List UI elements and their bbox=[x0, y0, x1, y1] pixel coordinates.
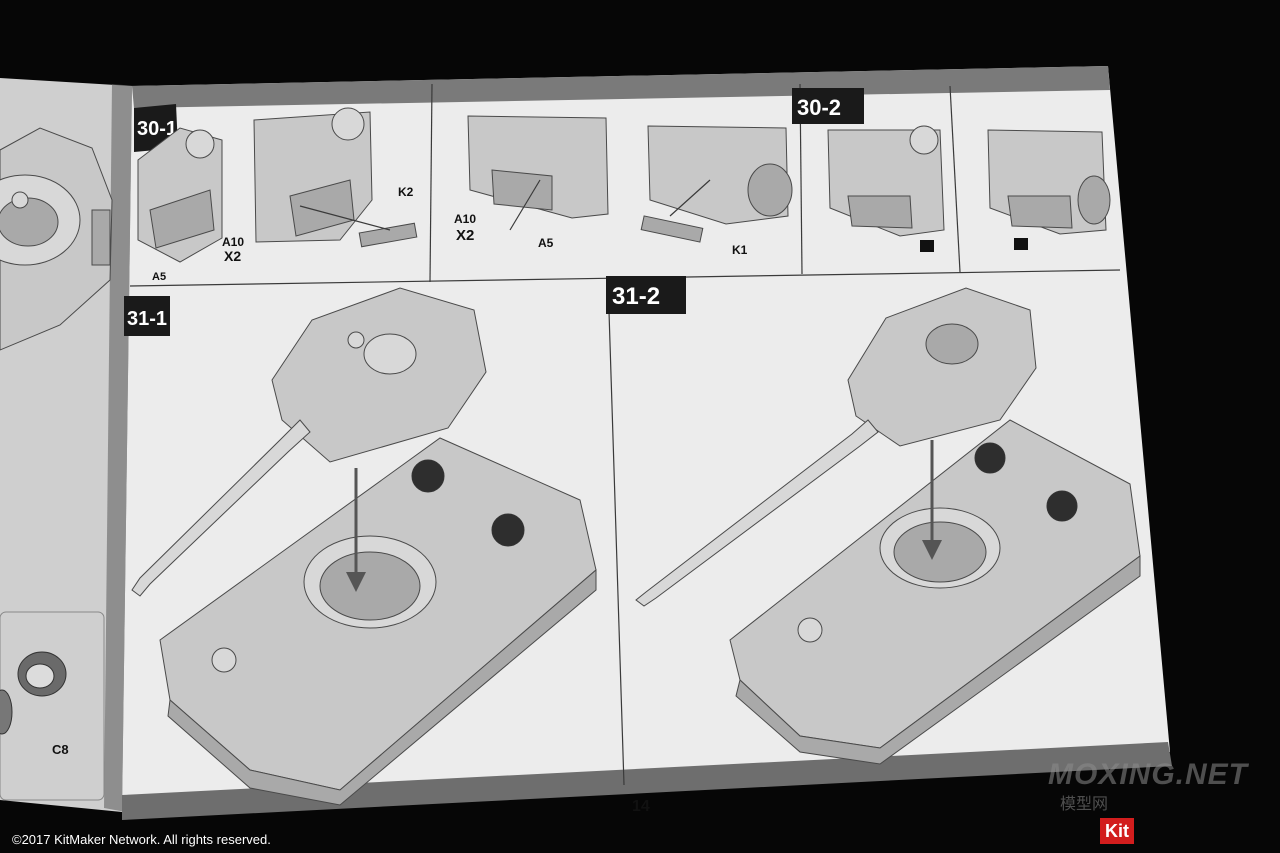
callout-k1: K1 bbox=[732, 243, 748, 257]
c8-wheel-part bbox=[0, 651, 67, 735]
svg-text:31-1: 31-1 bbox=[127, 308, 167, 330]
svg-text:30-2: 30-2 bbox=[797, 95, 841, 120]
turret-view-2 bbox=[253, 107, 418, 248]
turret-view-5 bbox=[827, 125, 945, 252]
step-label-31-1: 31-1 bbox=[124, 296, 170, 336]
left-page-turret-illustration bbox=[0, 127, 113, 351]
callout-c8: C8 bbox=[52, 742, 69, 757]
callout-a10-left: A10 bbox=[222, 235, 244, 249]
panel-divider-4 bbox=[949, 85, 961, 273]
step-label-31-2: 31-2 bbox=[606, 276, 686, 314]
watermark-logo: MOXING.NET bbox=[1048, 758, 1249, 791]
left-page-detail-box bbox=[0, 611, 105, 801]
kit-badge: Kit bbox=[1100, 818, 1134, 844]
callout-a10-mid: A10 bbox=[454, 212, 476, 226]
panel-divider-1 bbox=[429, 83, 433, 283]
step-label-30-2: 30-2 bbox=[792, 88, 864, 124]
callout-k2: K2 bbox=[398, 185, 414, 199]
page-footer-band bbox=[122, 742, 1172, 820]
tank-31-2-illustration bbox=[635, 287, 1141, 765]
svg-text:30-1: 30-1 bbox=[137, 118, 177, 140]
callout-a5-left: A5 bbox=[152, 271, 166, 283]
turret-view-4 bbox=[640, 125, 793, 243]
callout-x2-left: X2 bbox=[224, 248, 241, 264]
watermark-subtitle: 模型网 bbox=[1060, 794, 1109, 813]
panel-divider-3 bbox=[607, 279, 625, 786]
turret-view-3 bbox=[467, 115, 609, 231]
copyright-notice: ©2017 KitMaker Network. All rights reser… bbox=[12, 832, 271, 847]
turret-view-6 bbox=[987, 129, 1111, 250]
page-top-band bbox=[132, 66, 1110, 108]
tank-31-1-illustration bbox=[131, 287, 597, 806]
svg-text:31-2: 31-2 bbox=[612, 283, 660, 310]
turret-view-1 bbox=[137, 127, 223, 263]
page-number: 14 bbox=[632, 798, 650, 815]
callout-a5-mid: A5 bbox=[538, 236, 554, 250]
callout-x2-mid: X2 bbox=[456, 227, 474, 244]
